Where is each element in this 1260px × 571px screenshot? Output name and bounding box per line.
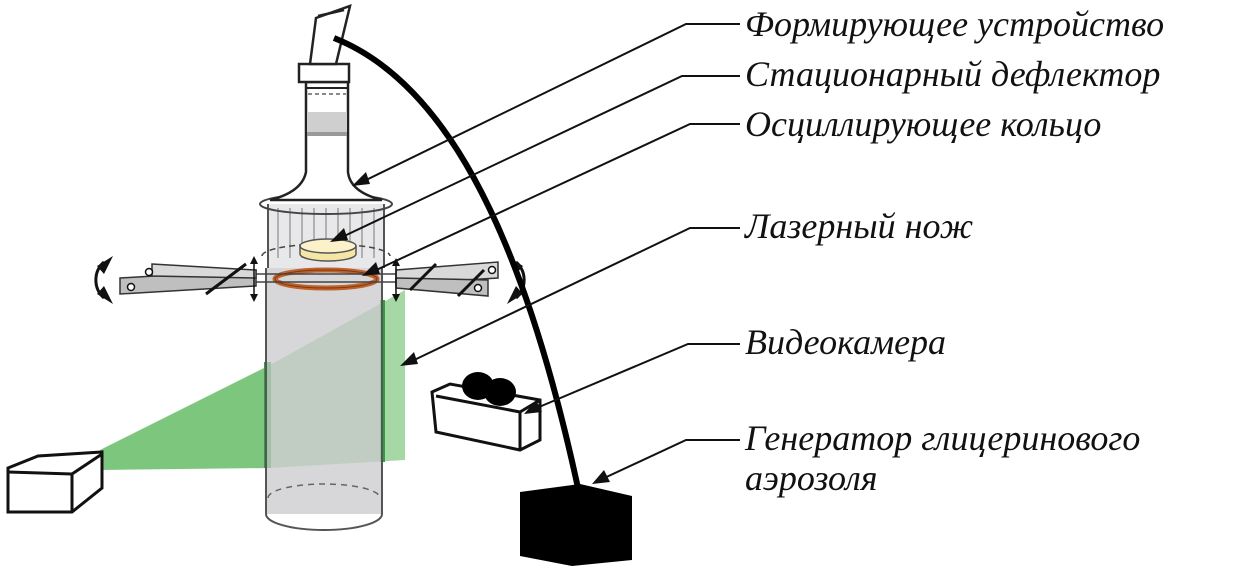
aerosol-hose: [332, 35, 581, 489]
label-video-camera: Видеокамера: [745, 322, 946, 362]
label-stationary-deflector: Стационарный дефлектор: [745, 54, 1160, 94]
label-oscillating-ring: Осциллирующее кольцо: [745, 104, 1101, 144]
label-generator-line2: аэрозоля: [745, 458, 878, 498]
aerosol-generator: [520, 484, 632, 566]
test-cylinder: [265, 268, 383, 531]
label-forming-device: Формирующее устройство: [745, 4, 1164, 44]
right-lever: [392, 256, 526, 304]
video-camera: [430, 372, 542, 452]
label-laser-knife: Лазерный нож: [744, 206, 973, 246]
leader-arrowheads: [330, 172, 610, 484]
leader-lines: [339, 23, 740, 481]
label-generator-line1: Генератор глицеринового: [744, 418, 1140, 458]
stationary-deflector: [299, 238, 357, 262]
oscillating-ring: [272, 267, 380, 291]
left-lever: [94, 256, 258, 304]
laser-source: [6, 450, 104, 514]
forming-device: [269, 4, 383, 202]
